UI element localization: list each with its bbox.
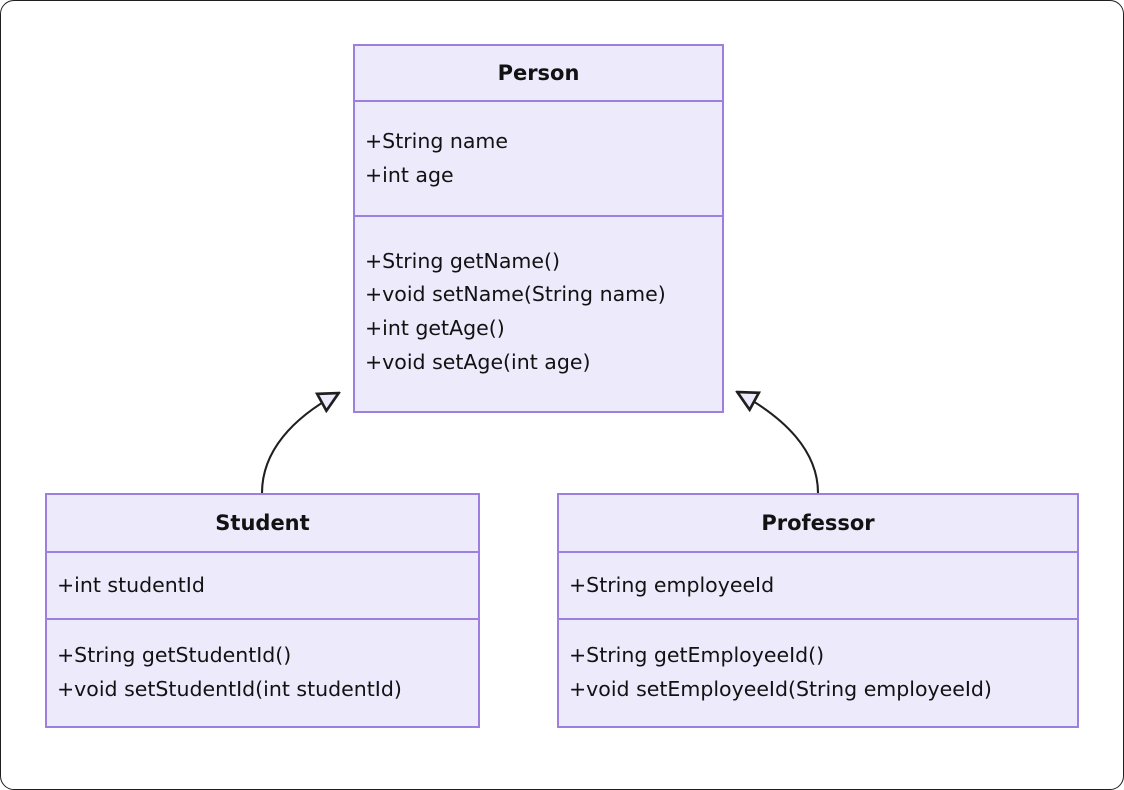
method-row: +void setName(String name) <box>365 282 666 307</box>
attribute-row: +int studentId <box>57 572 205 597</box>
uml-class-person[interactable]: Person +String name +int age +String get… <box>353 44 724 413</box>
class-name-professor: Professor <box>559 495 1077 553</box>
method-row: +String getStudentId() <box>57 643 292 668</box>
inheritance-edge-professor <box>739 393 820 494</box>
methods-compartment-professor: +String getEmployeeId() +void setEmploye… <box>559 620 1077 726</box>
class-name-student: Student <box>47 495 478 553</box>
attributes-compartment-person: +String name +int age <box>355 102 722 217</box>
attributes-compartment-student: +int studentId <box>47 553 478 620</box>
method-row: +String getName() <box>365 248 561 273</box>
attribute-row: +int age <box>365 162 454 187</box>
attributes-compartment-professor: +String employeeId <box>559 553 1077 620</box>
method-row: +int getAge() <box>365 316 505 340</box>
method-row: +void setAge(int age) <box>365 349 591 374</box>
relationship-student-inherits-person <box>260 394 337 494</box>
method-row: +void setStudentId(int studentId) <box>57 677 402 701</box>
method-row: +String getEmployeeId() <box>569 643 825 668</box>
attribute-row: +String employeeId <box>569 572 775 597</box>
uml-class-professor[interactable]: Professor +String employeeId +String get… <box>557 493 1079 728</box>
class-name-person: Person <box>355 46 722 102</box>
method-row: +void setEmployeeId(String employeeId) <box>569 677 992 701</box>
relationship-professor-inherits-person <box>739 393 820 494</box>
attribute-row: +String name <box>365 128 509 153</box>
methods-compartment-person: +String getName() +void setName(String n… <box>355 217 722 407</box>
methods-compartment-student: +String getStudentId() +void setStudentI… <box>47 620 478 726</box>
inheritance-edge-student <box>260 394 337 494</box>
uml-class-student[interactable]: Student +int studentId +String getStuden… <box>45 493 480 728</box>
